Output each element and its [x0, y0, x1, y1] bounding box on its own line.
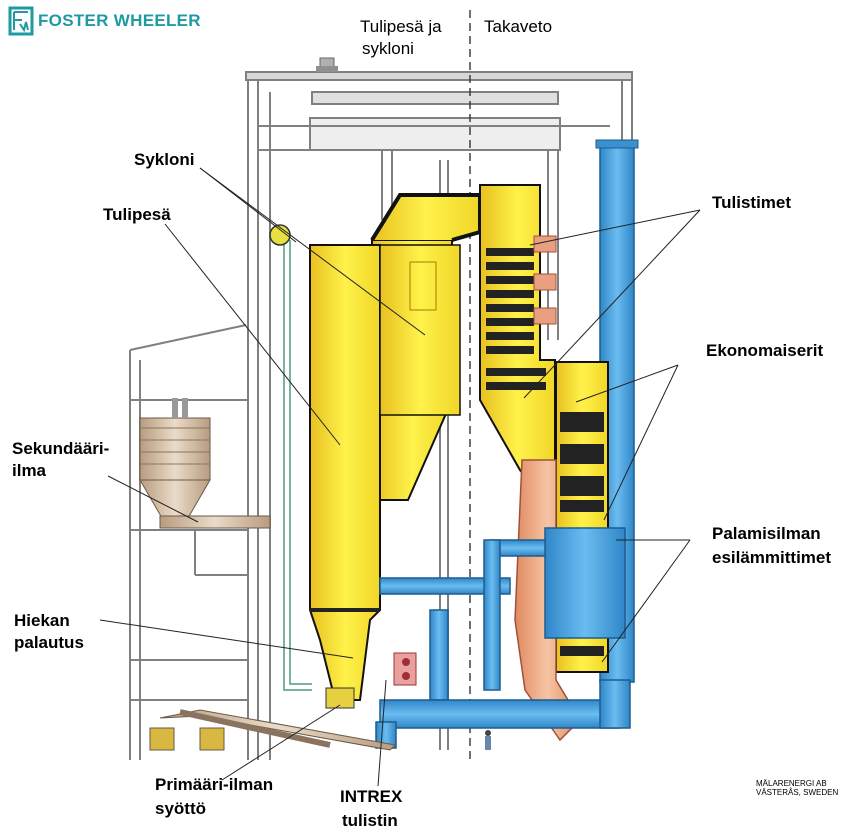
label-tulipesa: Tulipesä — [103, 205, 171, 224]
label-hiekan-line2: palautus — [14, 633, 84, 652]
label-tulistimet: Tulistimet — [712, 193, 792, 212]
header-tulipesa-line1: Tulipesä ja — [360, 17, 442, 36]
back-pass-superheaters — [479, 184, 557, 481]
label-primaari-line1: Primääri-ilman — [155, 775, 274, 794]
label-ekonomaiserit: Ekonomaiserit — [706, 341, 824, 360]
air-ducts — [375, 527, 631, 749]
label-palamis-line1: Palamisilman — [712, 524, 821, 543]
header-takaveto: Takaveto — [484, 17, 553, 36]
person-figure — [485, 730, 491, 750]
fw-logo-mark — [8, 6, 34, 36]
header-tulipesa-line2: sykloni — [362, 39, 414, 58]
roof-vent — [316, 57, 338, 72]
credit-line1: MÄLARENERGI AB — [756, 779, 827, 788]
label-sekundaari-line1: Sekundääri- — [12, 439, 110, 458]
furnace — [309, 244, 381, 709]
label-hiekan-line1: Hiekan — [14, 611, 70, 630]
label-intrex-line1: INTREX — [340, 787, 403, 806]
primary-air-feed — [149, 709, 397, 751]
sand-return-pipe — [269, 224, 312, 691]
label-intrex-line2: tulistin — [342, 811, 398, 830]
label-sykloni: Sykloni — [134, 150, 195, 169]
credit-line2: VÄSTERÅS, SWEDEN — [756, 788, 839, 797]
gas-crossover — [379, 244, 461, 416]
intrex-superheater — [393, 652, 417, 686]
secondary-air-silo — [139, 398, 271, 529]
logo-text: FOSTER WHEELER — [38, 11, 201, 30]
label-palamis-line2: esilämmittimet — [712, 548, 832, 567]
label-primaari-line2: syöttö — [155, 799, 206, 818]
label-sekundaari-line2: ilma — [12, 461, 47, 480]
leader-lines — [99, 167, 701, 787]
